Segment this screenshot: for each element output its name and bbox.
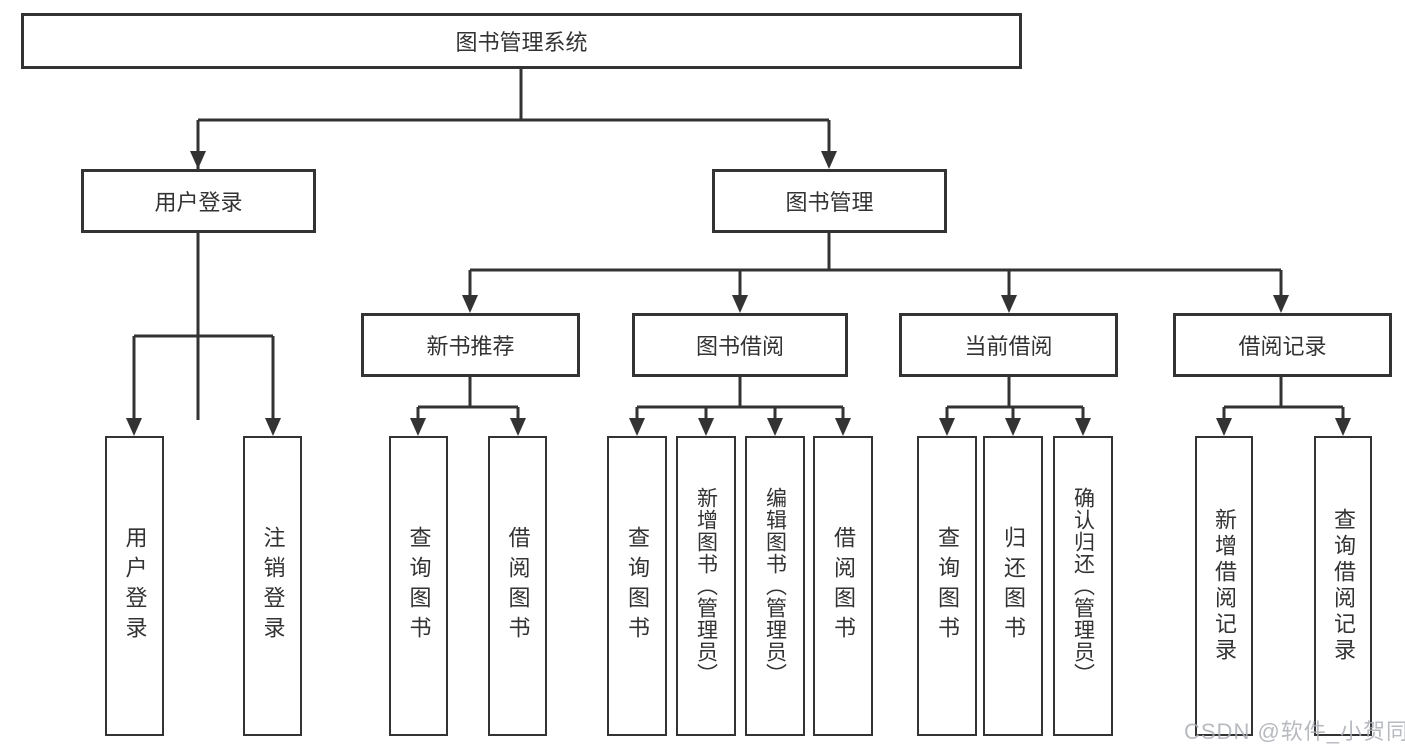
connector-current-to-leaves [945,377,1085,420]
node-book-borrow: 图书借阅 [632,313,848,377]
leaf-borrow-borrow-label: 借阅图书 [831,526,856,646]
leaf-records-add: 新增借阅记录 [1195,436,1253,736]
leaf-borrow-edit-admin: 编辑图书（管理员） [745,436,805,736]
node-borrow-records-label: 借阅记录 [1238,334,1327,359]
connector-records-to-leaves [1222,377,1345,420]
leaf-user-login: 用户登录 [105,436,164,736]
leaf-current-confirm-admin-label: 确认归还（管理员） [1071,487,1095,685]
node-book-mgmt-label: 图书管理 [785,190,874,215]
node-current-borrow-label: 当前借阅 [964,334,1053,359]
connector-newbook-arrowheads [410,418,526,436]
leaf-current-return: 归还图书 [983,436,1043,736]
node-borrow-records: 借阅记录 [1173,313,1392,377]
node-new-book-recommend: 新书推荐 [361,313,580,377]
leaf-borrow-query: 查询图书 [607,436,667,736]
connector-records-arrowheads [1216,418,1351,436]
node-book-borrow-label: 图书借阅 [695,334,784,359]
node-current-borrow: 当前借阅 [899,313,1118,377]
connector-borrow-arrowheads [629,418,851,436]
node-root: 图书管理系统 [21,13,1022,69]
leaf-current-query: 查询图书 [917,436,977,736]
node-book-mgmt: 图书管理 [712,169,947,233]
node-root-label: 图书管理系统 [455,30,588,55]
node-user-login: 用户登录 [81,169,316,233]
connector-newbook-to-leaves [416,377,520,420]
leaf-newbook-borrow: 借阅图书 [488,436,547,736]
connector-root-to-level2 [196,69,831,420]
leaf-records-query: 查询借阅记录 [1314,436,1372,736]
leaf-borrow-edit-admin-label: 编辑图书（管理员） [763,487,787,685]
leaf-current-confirm-admin: 确认归还（管理员） [1053,436,1113,736]
leaf-records-query-label: 查询借阅记录 [1331,508,1356,664]
connector-current-arrowheads [939,418,1091,436]
leaf-user-login-label: 用户登录 [122,526,148,646]
node-new-book-recommend-label: 新书推荐 [426,334,515,359]
leaf-borrow-add-admin-label: 新增图书（管理员） [694,487,718,685]
connector-root-arrowheads [190,151,837,169]
node-user-login-label: 用户登录 [154,190,243,215]
connector-login-arrowheads [126,418,281,436]
connector-borrow-to-leaves [635,377,845,420]
leaf-current-query-label: 查询图书 [935,526,960,646]
leaf-borrow-query-label: 查询图书 [625,526,650,646]
leaf-borrow-borrow: 借阅图书 [813,436,873,736]
leaf-current-return-label: 归还图书 [1001,526,1026,646]
connector-mgmt-to-level3 [468,233,1283,297]
leaf-newbook-query: 查询图书 [389,436,448,736]
watermark-text: CSDN @软件_小贺同学 [1184,719,1405,744]
leaf-newbook-query-label: 查询图书 [406,526,432,646]
leaf-logout-label: 注销登录 [260,526,286,646]
connector-login-to-leaves [132,233,275,420]
leaf-newbook-borrow-label: 借阅图书 [505,526,531,646]
leaf-logout: 注销登录 [243,436,302,736]
connector-mgmt-arrowheads [462,295,1289,313]
leaf-borrow-add-admin: 新增图书（管理员） [676,436,736,736]
leaf-records-add-label: 新增借阅记录 [1212,508,1237,664]
